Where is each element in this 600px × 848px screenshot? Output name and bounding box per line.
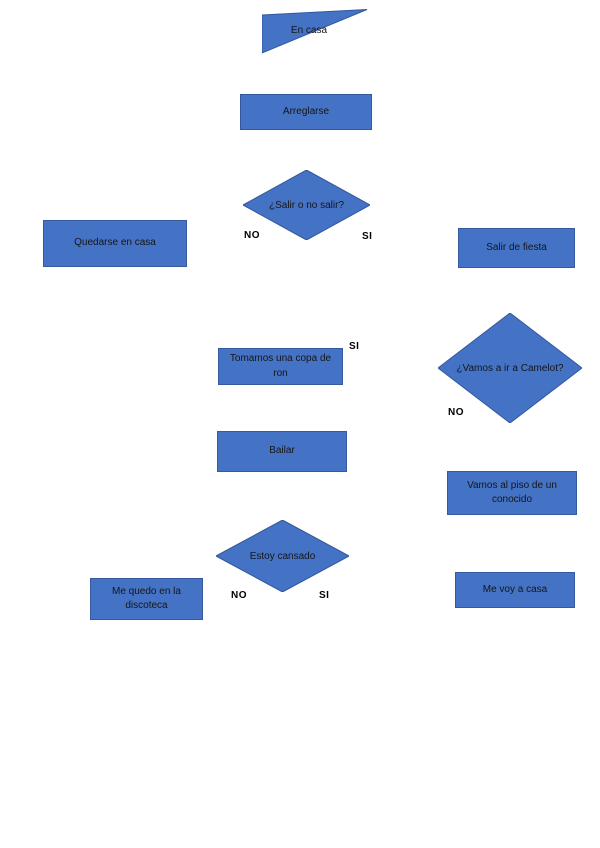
node-label-en-casa: En casa [290,25,328,36]
flowchart-node-salir-de-fiesta: Salir de fiesta [458,228,575,268]
diamond-shape [243,170,370,240]
edge-label-cansado-no: NO [231,590,247,601]
edge-label-salir-no: NO [244,230,260,241]
node-label-camelot-decision: ¿Vamos a ir a Camelot? [456,362,564,374]
node-label-copa-de-ron: Tomamos una copa de ron [229,353,332,379]
flowchart-node-bailar: Bailar [217,431,347,472]
edge-label-cansado-si: SI [319,590,330,601]
node-label-bailar: Bailar [269,445,295,457]
edge-label-camelot-no: NO [448,407,464,418]
diamond-shape [438,313,582,423]
node-label-salir-de-fiesta: Salir de fiesta [486,241,547,253]
diamond-shape [216,520,349,592]
node-label-arreglarse: Arreglarse [282,105,330,117]
node-label-cansado-decision: Estoy cansado [249,550,316,562]
node-label-discoteca: Me quedo en la discoteca [112,585,181,612]
node-label-piso-conocido: Vamos al piso de un conocido [467,479,557,506]
flowchart-node-camelot-decision: ¿Vamos a ir a Camelot? [438,313,582,423]
flowchart-node-copa-de-ron: Tomamos una copa de ron [218,348,343,385]
node-label-salir-decision: ¿Salir o no salir? [268,199,345,211]
flowchart-node-cansado-decision: Estoy cansado [216,520,349,592]
flowchart-node-arreglarse: Arreglarse [240,94,372,130]
node-label-me-voy-a-casa: Me voy a casa [482,583,548,595]
edge-label-camelot-si: SI [349,341,360,352]
flowchart-node-me-voy-a-casa: Me voy a casa [455,572,575,608]
flowchart-node-piso-conocido: Vamos al piso de un conocido [447,471,577,515]
edge-label-salir-si: SI [362,231,373,242]
flowchart-node-discoteca: Me quedo en la discoteca [90,578,203,620]
flowchart-node-en-casa [261,9,368,54]
triangle-shape [261,9,368,54]
flowchart-node-quedarse-en-casa: Quedarse en casa [43,220,187,267]
node-label-quedarse-en-casa: Quedarse en casa [74,237,156,249]
flowchart-node-salir-decision: ¿Salir o no salir? [243,170,370,240]
